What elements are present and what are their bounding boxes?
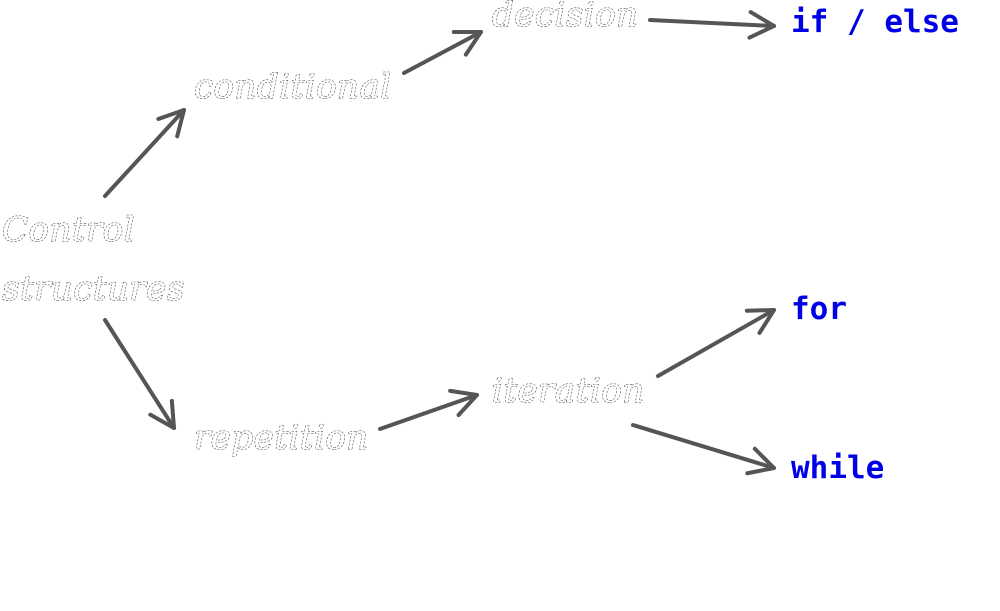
node-control-line1: Control	[2, 210, 135, 250]
arrow-control-to-conditional	[103, 108, 186, 198]
keyword-if-else: if / else	[791, 4, 959, 40]
arrow-iteration-to-for	[656, 308, 776, 378]
node-iteration: iteration	[492, 371, 645, 411]
node-repetition: repetition	[194, 418, 369, 458]
node-conditional: conditional	[194, 67, 392, 107]
arrows	[103, 10, 776, 476]
node-decision: decision	[492, 0, 639, 35]
keyword-while: while	[791, 450, 884, 486]
arrow-repetition-to-iteration	[378, 388, 479, 431]
node-control-line2: structures	[2, 269, 185, 309]
arrow-decision-to-if-else	[648, 10, 776, 40]
keyword-for: for	[791, 291, 847, 327]
arrow-control-to-repetition	[103, 318, 176, 430]
arrow-conditional-to-decision	[402, 29, 483, 75]
arrow-iteration-to-while	[631, 423, 776, 476]
